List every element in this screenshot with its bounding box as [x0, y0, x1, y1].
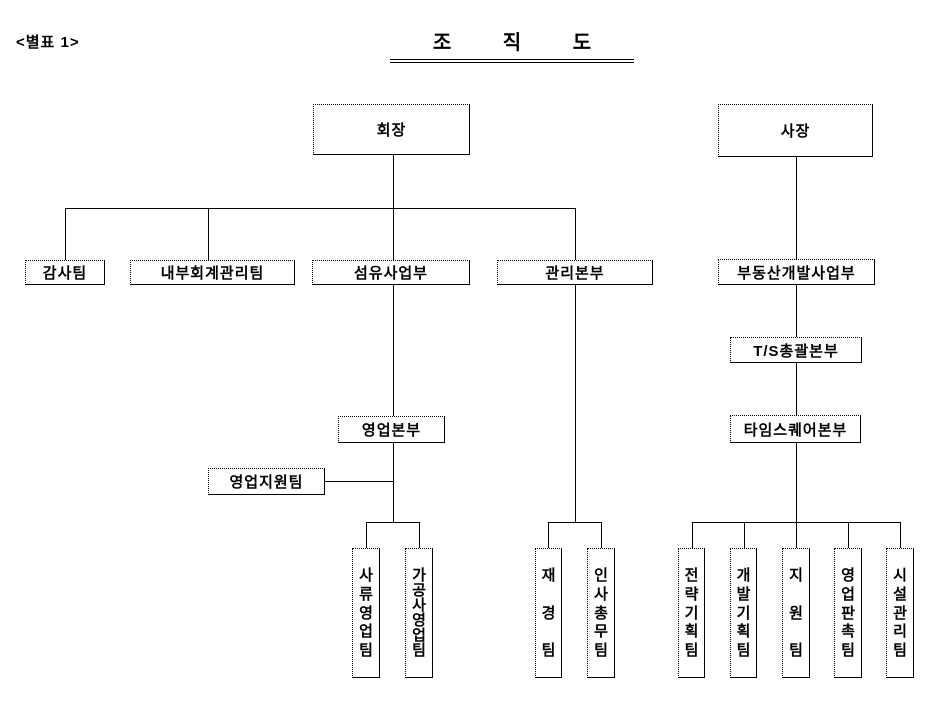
- connector-line: [548, 522, 549, 548]
- connector-line: [393, 285, 394, 416]
- org-box-textile-division: 섬유사업부: [312, 260, 470, 285]
- connector-line: [419, 522, 420, 548]
- connector-line: [796, 285, 797, 337]
- connector-line: [796, 157, 797, 260]
- connector-line: [796, 443, 797, 522]
- connector-line: [900, 522, 901, 548]
- connector-line: [744, 522, 745, 548]
- attachment-label: <별표 1>: [16, 34, 80, 51]
- connector-line: [325, 481, 393, 482]
- page-title: 조 직 도: [432, 32, 592, 54]
- connector-line: [366, 522, 367, 548]
- connector-line: [393, 443, 394, 522]
- connector-line: [575, 285, 576, 522]
- connector-line: [692, 522, 693, 548]
- connector-line: [208, 208, 209, 260]
- connector-line: [65, 208, 66, 260]
- page-title-underline: 조 직 도: [390, 26, 634, 63]
- connector-line: [65, 208, 576, 209]
- connector-line: [601, 522, 602, 548]
- org-box-management-hq: 관리본부: [497, 260, 653, 285]
- connector-line: [393, 155, 394, 260]
- org-box-sales-support-team: 영업지원팀: [208, 468, 325, 495]
- connector-line: [848, 522, 849, 548]
- org-box-realestate-division: 부동산개발사업부: [718, 259, 875, 285]
- org-box-audit-team: 감사팀: [25, 260, 105, 285]
- org-box-chairman: 회장: [313, 104, 470, 155]
- org-box-president: 사장: [718, 104, 873, 157]
- connector-line: [575, 208, 576, 260]
- org-box-timessquare-hq: 타임스퀘어본부: [730, 415, 861, 443]
- connector-line: [796, 363, 797, 416]
- org-box-internal-accounting-team: 내부회계관리팀: [130, 260, 295, 285]
- connector-line: [366, 522, 420, 523]
- org-box-sales-hq: 영업본부: [338, 416, 445, 443]
- connector-line: [548, 522, 602, 523]
- connector-line: [796, 522, 797, 548]
- org-box-ts-general-hq: T/S총괄본부: [730, 337, 862, 363]
